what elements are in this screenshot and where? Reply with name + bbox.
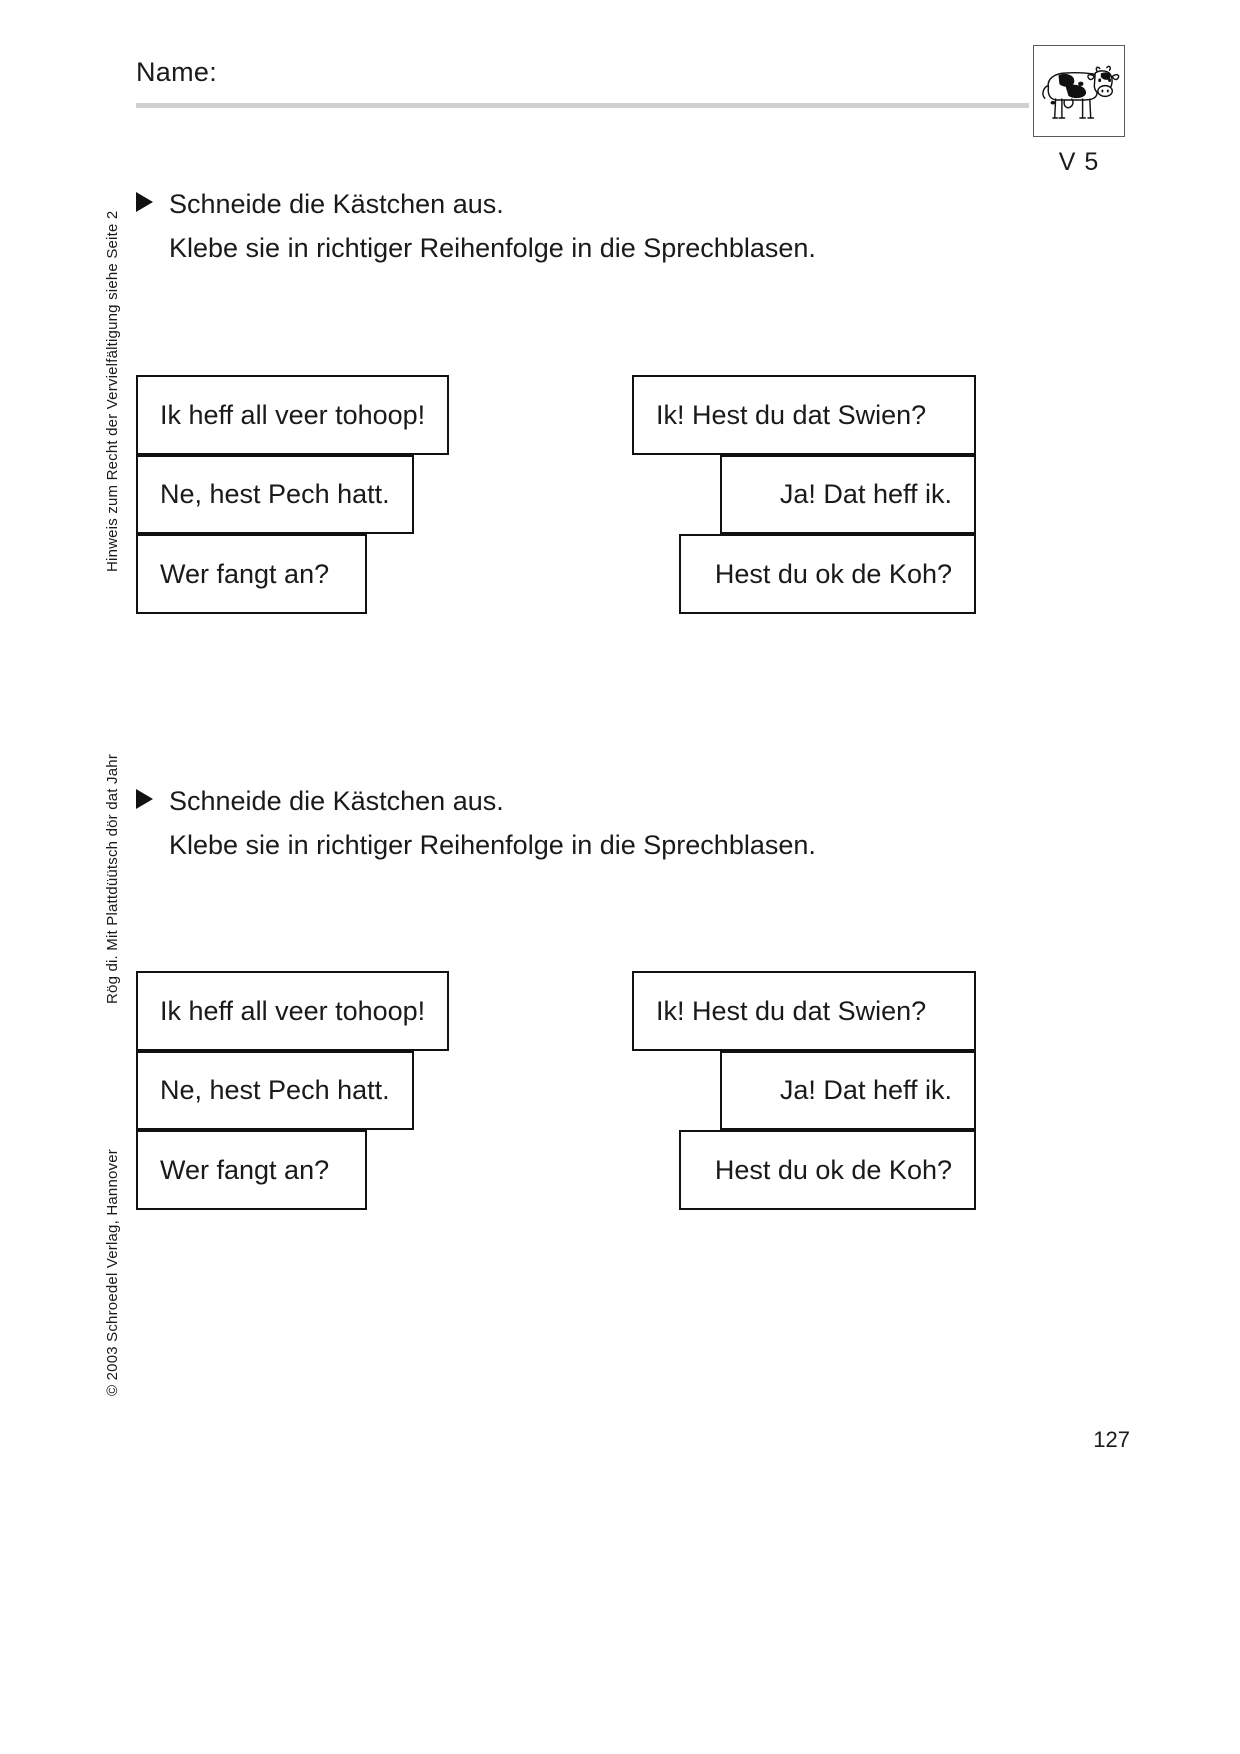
cut-box-left-3[interactable]: Wer fangt an? [136,534,367,614]
cut-box-left-3[interactable]: Wer fangt an? [136,1130,367,1210]
cut-box-right-1[interactable]: Ik! Hest du dat Swien? [632,375,976,455]
instruction-line-1: Schneide die Kästchen aus. [169,786,504,816]
cut-box-left-2[interactable]: Ne, hest Pech hatt. [136,455,414,534]
margin-book-title: Rög di. Mit Plattdüütsch dör dat Jahr [104,753,121,1004]
cut-box-right-2[interactable]: Ja! Dat heff ik. [720,1051,976,1130]
cut-box-right-2[interactable]: Ja! Dat heff ik. [720,455,976,534]
margin-reproduction-note: Hinweis zum Recht der Vervielfältigung s… [104,210,121,572]
triangle-right-icon [136,789,153,809]
cow-icon [1034,46,1124,136]
triangle-right-icon [136,192,153,212]
name-write-line [136,103,1029,108]
instruction-block-1: Schneide die Kästchen aus. Klebe sie in … [136,182,816,270]
cut-box-right-3[interactable]: Hest du ok de Koh? [679,1130,976,1210]
instruction-line-1: Schneide die Kästchen aus. [169,189,504,219]
sheet-code-label: V 5 [1058,148,1100,176]
cut-box-right-1[interactable]: Ik! Hest du dat Swien? [632,971,976,1051]
instruction-line-2: Klebe sie in richtiger Reihenfolge in di… [169,830,816,860]
instruction-line-2: Klebe sie in richtiger Reihenfolge in di… [169,233,816,263]
instruction-block-2: Schneide die Kästchen aus. Klebe sie in … [136,779,816,867]
cut-box-left-1[interactable]: Ik heff all veer tohoop! [136,375,449,455]
cow-illustration-box [1033,45,1125,137]
name-label: Name: [136,57,218,87]
margin-copyright: © 2003 Schroedel Verlag, Hannover [104,1149,121,1396]
page-number: 127 [1093,1427,1130,1452]
cut-box-left-1[interactable]: Ik heff all veer tohoop! [136,971,449,1051]
cut-box-right-3[interactable]: Hest du ok de Koh? [679,534,976,614]
cut-box-left-2[interactable]: Ne, hest Pech hatt. [136,1051,414,1130]
